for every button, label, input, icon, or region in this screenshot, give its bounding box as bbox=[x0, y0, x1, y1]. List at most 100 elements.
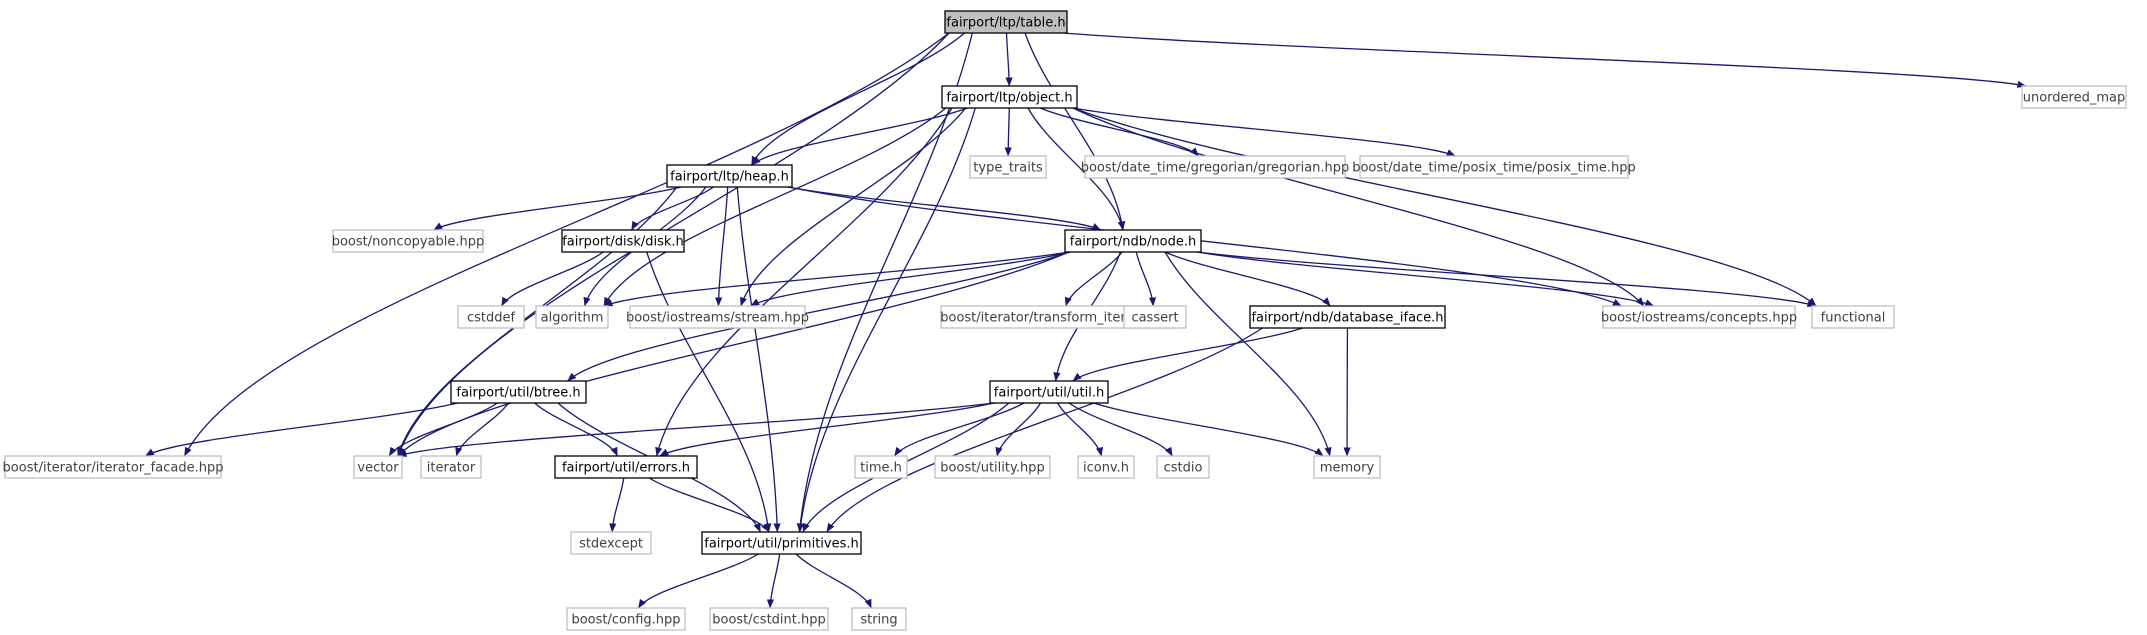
edge-util-to-vector bbox=[397, 402, 995, 457]
node-box bbox=[450, 380, 587, 404]
node-label: cassert bbox=[1131, 311, 1178, 326]
node-box bbox=[701, 531, 862, 555]
edge-btree-to-iterator bbox=[455, 402, 509, 457]
node-box bbox=[2021, 85, 2127, 109]
node-object[interactable]: fairport/ltp/object.h bbox=[941, 85, 1078, 109]
node-box bbox=[420, 455, 482, 479]
node-box bbox=[629, 305, 806, 329]
node-box bbox=[566, 607, 686, 631]
node-box bbox=[1359, 155, 1629, 179]
node-label: time.h bbox=[860, 461, 902, 476]
node-vector: vector bbox=[353, 455, 403, 479]
node-box bbox=[561, 229, 685, 253]
edge-heap-to-disk bbox=[630, 186, 714, 231]
edge-table-to-node bbox=[1024, 32, 1126, 231]
node-box bbox=[1123, 305, 1187, 329]
edge-object-to-stream bbox=[740, 107, 967, 307]
node-concepts: boost/iostreams/concepts.hpp bbox=[1601, 305, 1797, 329]
node-errors[interactable]: fairport/util/errors.h bbox=[554, 455, 698, 479]
edge-heap-to-node bbox=[787, 186, 1102, 231]
node-box bbox=[1313, 455, 1381, 479]
edge-object-to-errors bbox=[655, 107, 953, 457]
edge-node-to-memory bbox=[1164, 251, 1332, 457]
edge-heap-to-noncopy bbox=[433, 186, 682, 231]
node-label: boost/iostreams/stream.hpp bbox=[626, 311, 809, 326]
node-label: fairport/ltp/heap.h bbox=[670, 170, 789, 185]
node-label: boost/cstdint.hpp bbox=[712, 613, 826, 628]
edge-object-to-concepts bbox=[1072, 107, 1645, 307]
node-box bbox=[944, 10, 1068, 34]
edge-node-to-functional bbox=[1196, 251, 1817, 307]
node-label: algorithm bbox=[541, 311, 604, 326]
edge-table-to-heap bbox=[751, 32, 965, 166]
node-box bbox=[353, 455, 403, 479]
node-box bbox=[1077, 455, 1135, 479]
node-box bbox=[1156, 455, 1210, 479]
node-typetraits: type_traits bbox=[969, 155, 1047, 179]
node-label: boost/date_time/gregorian/gregorian.hpp bbox=[1081, 161, 1350, 176]
node-label: boost/utility.hpp bbox=[940, 461, 1044, 476]
node-label: fairport/ndb/database_iface.h bbox=[1251, 311, 1443, 326]
node-memory: memory bbox=[1313, 455, 1381, 479]
node-functional: functional bbox=[1811, 305, 1895, 329]
edge-object-to-posix bbox=[1072, 107, 1456, 157]
node-box bbox=[332, 229, 484, 253]
node-label: unordered_map bbox=[2023, 91, 2126, 106]
edge-dbiface-to-primitives bbox=[826, 327, 1263, 533]
edge-errors-to-stdexcept bbox=[609, 477, 625, 533]
edge-table-to-umap bbox=[1062, 32, 2027, 88]
node-cstddef: cstddef bbox=[457, 305, 525, 329]
node-box bbox=[457, 305, 525, 329]
node-box bbox=[570, 531, 652, 555]
node-label: fairport/util/primitives.h bbox=[704, 537, 859, 552]
edge-heap-to-concepts bbox=[787, 186, 1622, 307]
node-box bbox=[1084, 155, 1346, 179]
edge-node-to-concepts bbox=[1196, 251, 1655, 307]
node-label: functional bbox=[1821, 311, 1886, 326]
node-btree[interactable]: fairport/util/btree.h bbox=[450, 380, 587, 404]
node-posix: boost/date_time/posix_time/posix_time.hp… bbox=[1352, 155, 1636, 179]
node-label: cstddef bbox=[467, 311, 516, 326]
node-primitives[interactable]: fairport/util/primitives.h bbox=[701, 531, 862, 555]
node-label: vector bbox=[357, 461, 399, 476]
node-cassert: cassert bbox=[1123, 305, 1187, 329]
node-label: type_traits bbox=[973, 161, 1043, 176]
node-iconv: iconv.h bbox=[1077, 455, 1135, 479]
node-box bbox=[1602, 305, 1796, 329]
node-label: boost/date_time/posix_time/posix_time.hp… bbox=[1352, 161, 1636, 176]
node-heap[interactable]: fairport/ltp/heap.h bbox=[666, 164, 793, 188]
node-box bbox=[535, 305, 609, 329]
edge-heap-to-stream bbox=[715, 186, 729, 307]
edge-util-to-cstdio bbox=[1068, 402, 1173, 457]
node-box bbox=[709, 607, 829, 631]
node-cstdint: boost/cstdint.hpp bbox=[709, 607, 829, 631]
node-label: memory bbox=[1320, 461, 1375, 476]
edge-table-to-facade bbox=[183, 32, 950, 457]
node-box bbox=[934, 455, 1051, 479]
edge-node-to-vector bbox=[397, 251, 1070, 457]
node-gregorian: boost/date_time/gregorian/gregorian.hpp bbox=[1081, 155, 1350, 179]
edge-util-to-iconv bbox=[1056, 402, 1103, 457]
edge-table-to-object bbox=[1005, 32, 1013, 87]
node-label: fairport/disk/disk.h bbox=[562, 235, 684, 250]
node-box bbox=[1249, 305, 1446, 329]
edge-util-to-utility bbox=[995, 402, 1042, 457]
node-label: boost/iterator/transform_iterator.hpp bbox=[940, 311, 1180, 326]
node-dbiface[interactable]: fairport/ndb/database_iface.h bbox=[1249, 305, 1446, 329]
node-label: cstdio bbox=[1164, 461, 1203, 476]
node-box bbox=[989, 380, 1109, 404]
node-box bbox=[969, 155, 1047, 179]
edge-dbiface-to-util bbox=[1072, 327, 1303, 382]
edge-disk-to-cstddef bbox=[500, 251, 604, 307]
node-config: boost/config.hpp bbox=[566, 607, 686, 631]
node-label: fairport/ltp/object.h bbox=[946, 91, 1072, 106]
edge-node-to-cassert bbox=[1135, 251, 1157, 307]
node-util[interactable]: fairport/util/util.h bbox=[989, 380, 1109, 404]
node-table[interactable]: fairport/ltp/table.h bbox=[944, 10, 1068, 34]
node-disk[interactable]: fairport/disk/disk.h bbox=[561, 229, 685, 253]
node-label: fairport/ltp/table.h bbox=[946, 16, 1065, 31]
edge-heap-to-primitives bbox=[736, 186, 781, 533]
node-node[interactable]: fairport/ndb/node.h bbox=[1064, 229, 1202, 253]
edge-node-to-transform bbox=[1064, 251, 1123, 307]
